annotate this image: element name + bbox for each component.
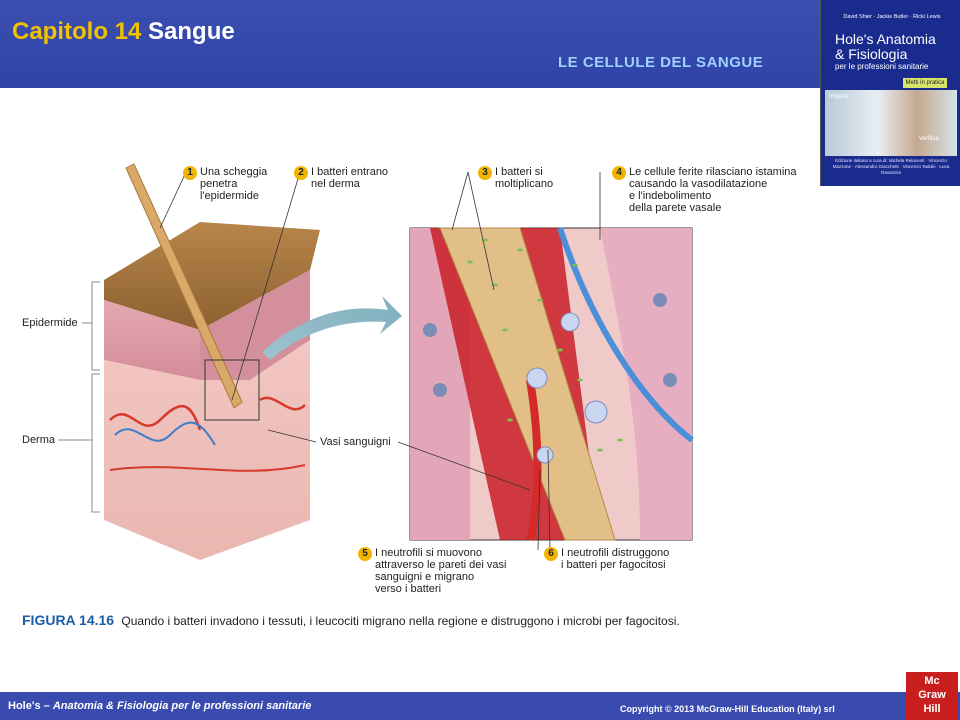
step-text-3: I batteri si moltiplicano [495, 166, 554, 190]
blood-vessel-red-2 [259, 396, 306, 411]
book-subtitle: per le professioni sanitarie [835, 62, 929, 71]
copyright-prefix: Copyright © 2013 [620, 704, 695, 714]
section-title: LE CELLULE DEL SANGUE [558, 54, 764, 71]
neutrophil [560, 312, 580, 332]
book-edition: Edizione italiana a cura di: Michela Rel… [832, 158, 950, 175]
footer-title: Anatomia & Fisiologia per le professioni… [52, 700, 312, 712]
figure-caption: FIGURA 14.16 Quando i batteri invadono i… [22, 612, 680, 628]
vessel-red-magnified [526, 379, 542, 541]
chapter-prefix: Capitolo 14 [12, 18, 142, 45]
book-title: Hole's Anatomia & Fisiologia [835, 32, 936, 62]
step-badge-1: 1 [183, 166, 197, 180]
bacteria [467, 238, 623, 452]
step-badge-2: 2 [294, 166, 308, 180]
step-badge-5: 5 [358, 547, 372, 561]
book-tag: Metti in pratica [903, 78, 947, 88]
logo-line-2: Graw [918, 689, 946, 701]
step-badge-3: 3 [478, 166, 492, 180]
magnified-panel [409, 227, 694, 541]
zoom-arrow [262, 296, 402, 360]
book-authors: David Shier · Jackie Butler · Ricki Lewi… [843, 14, 941, 20]
zoom-box [204, 359, 260, 421]
vessel-blue-magnified [557, 227, 694, 443]
logo-line-1: Mc [924, 675, 940, 687]
footer-book-title: Hole's – Anatomia & Fisiologia per le pr… [8, 700, 311, 712]
cell-nucleus [433, 383, 447, 397]
epidermis-bracket [91, 281, 100, 371]
step-text-5: I neutrofili si muovono attraverso le pa… [375, 547, 507, 595]
cell-nucleus [663, 373, 677, 387]
neutrophil [526, 367, 548, 389]
header-bar: Capitolo 14 Sangue LE CELLULE DEL SANGUE [0, 0, 960, 88]
footer-book: Hole's [8, 700, 41, 712]
blood-vessel-blue [114, 421, 216, 446]
book-photo-label-2: Verifica [919, 136, 939, 142]
blood-vessel-red-3 [109, 464, 306, 472]
step-text-4: Le cellule ferite rilasciano istamina ca… [629, 166, 797, 214]
chapter-subject: Sangue [148, 18, 235, 45]
epidermis-side [200, 270, 310, 380]
book-title-line2: & Fisiologia [835, 46, 908, 62]
label-derma: Derma [22, 434, 56, 446]
cell-nucleus [423, 323, 437, 337]
blood-vessel-red [109, 404, 202, 431]
skin-block [104, 222, 320, 560]
splinter [125, 163, 243, 409]
copyright-publisher: McGraw-Hill Education (Italy) srl [696, 704, 835, 714]
leader-lines [159, 171, 601, 551]
cell-nucleus [653, 293, 667, 307]
footer-bar: Hole's – Anatomia & Fisiologia per le pr… [0, 692, 960, 720]
footer-copyright: Copyright © 2013 McGraw-Hill Education (… [620, 704, 835, 714]
label-vasi-sanguigni: Vasi sanguigni [320, 436, 391, 448]
mcgraw-hill-logo: Mc Graw Hill [906, 672, 958, 720]
book-title-line1: Hole's Anatomia [835, 31, 936, 47]
step-text-6: I neutrofili distruggono i batteri per f… [561, 547, 670, 571]
step-text-2: I batteri entrano nel derma [311, 166, 389, 190]
step-badge-4: 4 [612, 166, 626, 180]
logo-line-3: Hill [923, 703, 941, 715]
chapter-title: Capitolo 14 Sangue [12, 18, 235, 46]
neutrophil [536, 446, 554, 464]
dermis-bracket [91, 373, 100, 513]
book-photo-label-1: Impara [829, 94, 848, 100]
figure-caption-text: Quando i batteri invadono i tessuti, i l… [121, 614, 680, 628]
skin-surface [104, 222, 320, 330]
step-badge-6: 6 [544, 547, 558, 561]
footer-dash: – [40, 700, 53, 712]
label-epidermide: Epidermide [22, 317, 78, 329]
tissue-cells-right [600, 228, 692, 540]
book-photos [825, 90, 957, 156]
epidermis-front [104, 300, 200, 380]
neutrophil [584, 400, 608, 424]
step-text-1: Una scheggia penetra l'epidermide [200, 166, 268, 202]
book-cover-image: David Shier · Jackie Butler · Ricki Lewi… [820, 0, 960, 186]
figure-number: FIGURA 14.16 [22, 612, 115, 628]
